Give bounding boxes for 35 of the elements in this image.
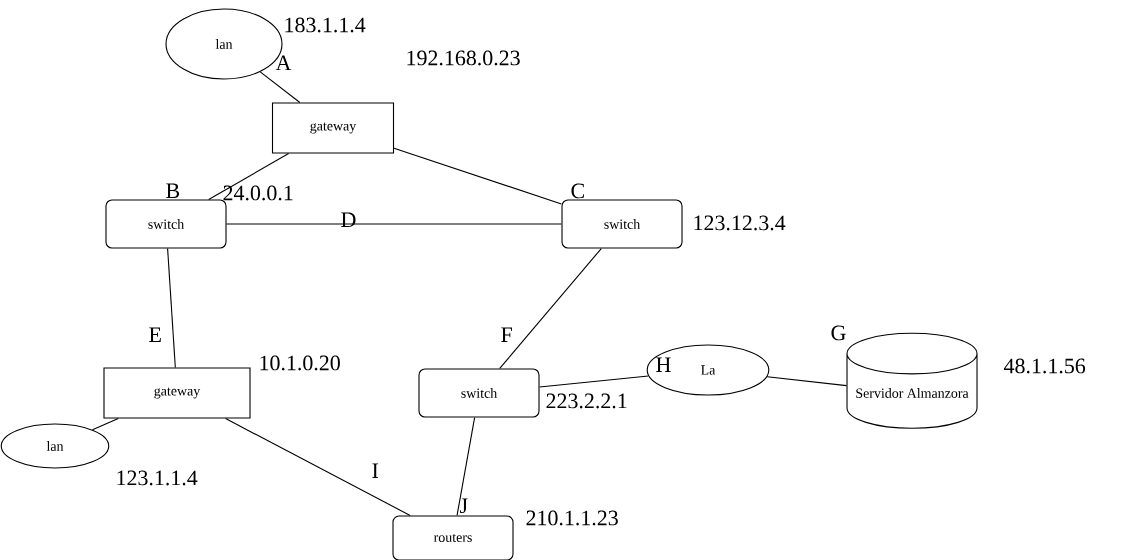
edge-label: I — [372, 463, 379, 478]
address-label: 183.1.1.4 — [285, 17, 366, 33]
connector-line — [226, 223, 562, 225]
connector-line — [456, 417, 476, 516]
connector-line — [499, 248, 602, 369]
address-label: 123.12.3.4 — [694, 215, 786, 231]
edge-label: B — [166, 183, 180, 198]
edge-label: G — [831, 325, 846, 341]
edge-label: E — [149, 327, 161, 342]
server-cylinder: Servidor Almanzora — [846, 332, 978, 429]
address-label: 223.2.2.1 — [546, 393, 627, 409]
edge-label: J — [460, 498, 468, 514]
edge-label: H — [656, 357, 671, 372]
connector-line — [259, 71, 301, 103]
connector-line — [92, 418, 119, 431]
address-label: 210.1.1.23 — [526, 510, 618, 526]
switch-box: switch — [561, 199, 683, 249]
address-label: 10.1.0.20 — [260, 355, 340, 371]
connector-line — [393, 147, 562, 205]
connector-line — [766, 376, 847, 387]
gateway-box: gateway — [271, 102, 395, 154]
edge-label: D — [341, 212, 356, 227]
address-label: 192.168.0.23 — [407, 50, 520, 66]
address-label: 48.1.1.56 — [1004, 358, 1086, 374]
edge-label: C — [571, 183, 584, 199]
switch-box: switch — [418, 368, 540, 418]
connector-line — [167, 248, 176, 368]
connector-line — [208, 153, 290, 200]
address-label: 24.0.0.1 — [223, 185, 293, 201]
connector-line — [539, 375, 649, 388]
connector-line — [225, 418, 411, 516]
edge-label: F — [501, 327, 512, 342]
router-box: routers — [392, 515, 514, 560]
address-label: 123.1.1.4 — [117, 470, 198, 486]
gateway-box: gateway — [103, 367, 251, 419]
